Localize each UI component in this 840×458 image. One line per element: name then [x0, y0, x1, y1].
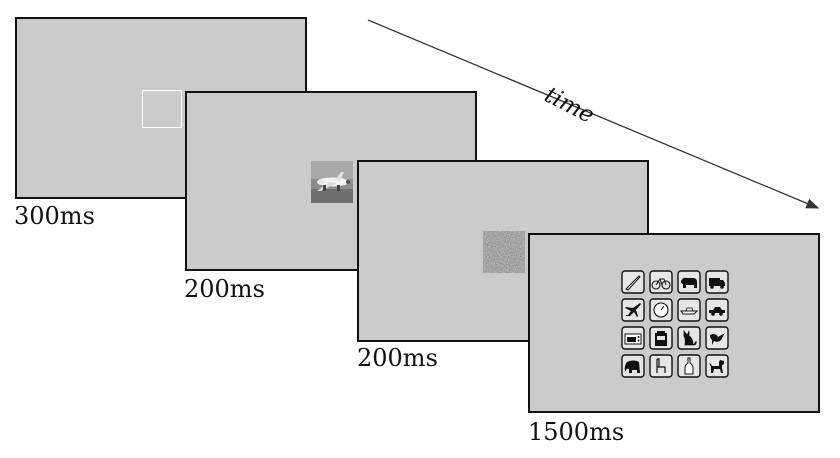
response-screen	[528, 233, 820, 413]
toaster-icon	[649, 326, 673, 350]
bottle-icon	[677, 354, 701, 378]
airplane-target-image	[311, 161, 353, 203]
car-icon	[705, 298, 729, 322]
elephant-icon	[621, 354, 645, 378]
fixation-square	[142, 90, 182, 128]
noise-mask-image	[483, 231, 525, 273]
bicycle-icon	[649, 270, 673, 294]
knife-icon	[621, 270, 645, 294]
cat-icon	[677, 326, 701, 350]
frame-duration-label: 300ms	[14, 202, 95, 230]
airplane-icon	[621, 298, 645, 322]
frame-duration-label: 1500ms	[528, 418, 625, 446]
frame-duration-label: 200ms	[357, 344, 438, 372]
truck-icon	[705, 270, 729, 294]
oven-icon	[621, 326, 645, 350]
bird-icon	[705, 326, 729, 350]
bear-icon	[677, 270, 701, 294]
dog-icon	[705, 354, 729, 378]
clock-icon	[649, 298, 673, 322]
frame-duration-label: 200ms	[184, 275, 265, 303]
boat-icon	[677, 298, 701, 322]
response-icon-grid	[621, 270, 729, 378]
chair-icon	[649, 354, 673, 378]
